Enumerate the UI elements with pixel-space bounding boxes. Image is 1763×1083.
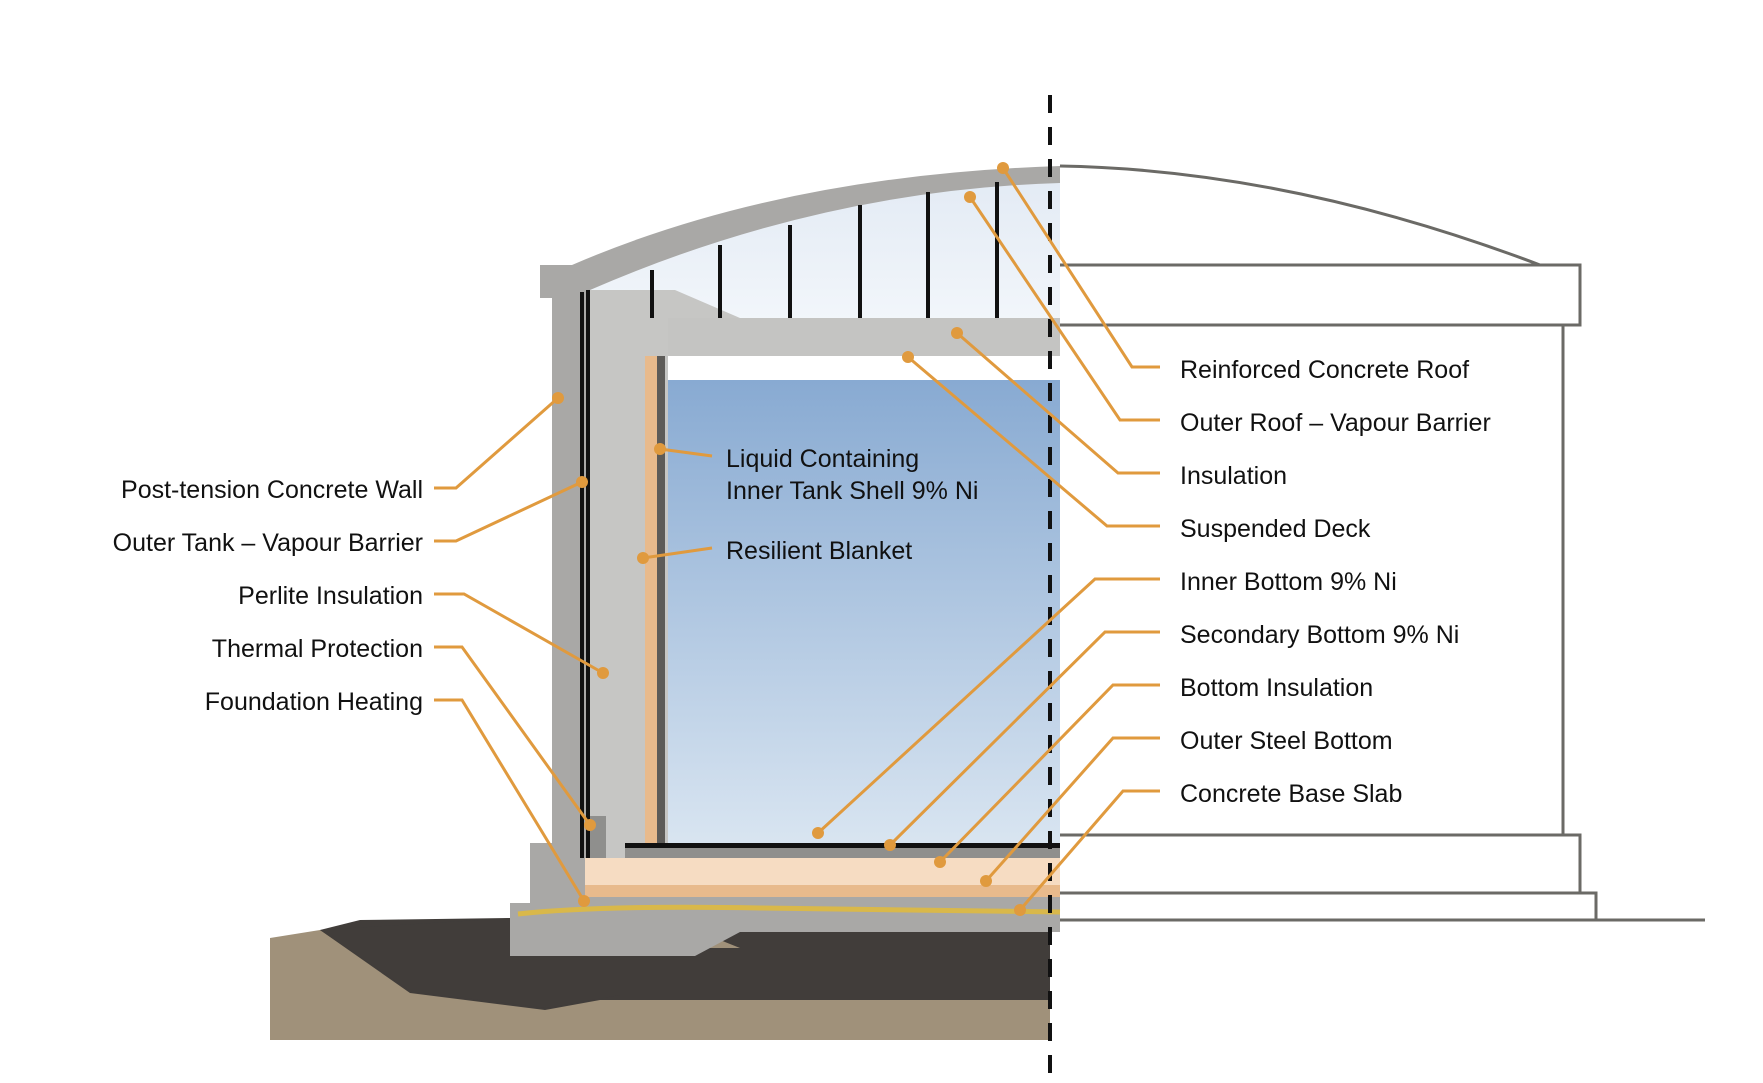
post-tension-concrete-wall-shape <box>552 290 590 860</box>
leader-post-tension-concrete-wall-anchor-dot <box>552 392 564 404</box>
leader-bottom-insulation-anchor-dot <box>934 856 946 868</box>
deck-insulation-white <box>668 356 1060 380</box>
leader-outer-steel-bottom-anchor-dot <box>980 875 992 887</box>
label-secondary-bottom: Secondary Bottom 9% Ni <box>1180 621 1460 649</box>
leader-post-tension-concrete-wall <box>434 396 559 490</box>
leader-outer-roof-vapour-barrier <box>968 196 1160 422</box>
inner-tank-shell-shape <box>657 356 665 846</box>
label-resilient-blanket: Resilient Blanket <box>726 537 913 565</box>
leader-insulation-anchor-dot <box>951 327 963 339</box>
leader-perlite-insulation-anchor-dot <box>597 667 609 679</box>
leader-perlite-insulation <box>434 592 604 675</box>
leader-concrete-base-slab <box>1018 789 1160 911</box>
roof-hanger-rods <box>580 182 999 858</box>
outer-steel-bottom-shape <box>585 885 1060 897</box>
leader-resilient-blanket-anchor-dot <box>637 552 649 564</box>
label-inner-tank-shell-line1: Liquid Containing <box>726 445 920 473</box>
leader-inner-tank-shell-anchor-dot <box>654 443 666 455</box>
label-outer-tank-vapour-barrier: Outer Tank – Vapour Barrier <box>112 529 423 557</box>
label-outer-steel-bottom: Outer Steel Bottom <box>1180 727 1393 755</box>
inner-bottom-line <box>625 843 1060 848</box>
label-insulation: Insulation <box>1180 462 1288 490</box>
leader-concrete-base-slab-anchor-dot <box>1014 904 1026 916</box>
leader-insulation <box>956 331 1160 475</box>
leader-thermal-protection <box>434 645 592 826</box>
leader-secondary-bottom-anchor-dot <box>884 839 896 851</box>
suspended-deck-shape <box>668 318 1060 356</box>
lng-liquid <box>668 380 1060 846</box>
label-outer-roof-vapour-barrier: Outer Roof – Vapour Barrier <box>1180 409 1491 437</box>
leader-outer-tank-vapour-barrier-anchor-dot <box>576 476 588 488</box>
resilient-blanket-shape <box>645 356 657 846</box>
outline-roof-arc <box>1059 164 1541 267</box>
leader-resilient-blanket <box>642 546 713 560</box>
reinforced-concrete-roof-shape <box>540 166 1060 310</box>
leader-outer-steel-bottom <box>984 736 1160 882</box>
leader-bottom-insulation <box>938 683 1160 864</box>
foundation-heating-line <box>517 904 1061 917</box>
label-concrete-base-slab: Concrete Base Slab <box>1180 780 1403 808</box>
soil-dark-band <box>320 918 1050 1008</box>
label-bottom-insulation: Bottom Insulation <box>1180 674 1374 702</box>
leader-lines <box>434 162 1160 916</box>
label-perlite-insulation: Perlite Insulation <box>238 582 423 610</box>
leader-foundation-heating <box>434 698 586 902</box>
label-suspended-deck: Suspended Deck <box>1180 515 1371 543</box>
label-inner-bottom: Inner Bottom 9% Ni <box>1180 568 1397 596</box>
label-thermal-protection: Thermal Protection <box>211 635 423 663</box>
leader-inner-bottom <box>816 577 1160 835</box>
leader-thermal-protection-anchor-dot <box>584 819 596 831</box>
leader-secondary-bottom <box>888 630 1160 847</box>
label-inner-tank-shell-line2: Inner Tank Shell 9% Ni <box>726 477 979 505</box>
label-reinforced-concrete-roof: Reinforced Concrete Roof <box>1180 356 1470 384</box>
outline-roof-rim <box>1060 263 1582 327</box>
outline-base-slab <box>1060 891 1598 922</box>
leader-foundation-heating-anchor-dot <box>578 895 590 907</box>
leader-outer-tank-vapour-barrier <box>434 480 583 543</box>
leader-reinforced-concrete-roof-anchor-dot <box>997 162 1009 174</box>
leader-suspended-deck-anchor-dot <box>902 351 914 363</box>
leader-reinforced-concrete-roof <box>1001 167 1160 369</box>
leader-outer-roof-vapour-barrier-anchor-dot <box>964 191 976 203</box>
outer-tank-vapour-barrier-line <box>586 290 590 858</box>
leader-inner-tank-shell <box>659 447 713 458</box>
leader-inner-bottom-anchor-dot <box>812 827 824 839</box>
outline-base-step <box>1060 833 1582 895</box>
label-post-tension-concrete-wall: Post-tension Concrete Wall <box>121 476 423 504</box>
label-foundation-heating: Foundation Heating <box>204 688 423 716</box>
leader-suspended-deck <box>907 355 1160 528</box>
tank-outline-right <box>1059 164 1705 922</box>
